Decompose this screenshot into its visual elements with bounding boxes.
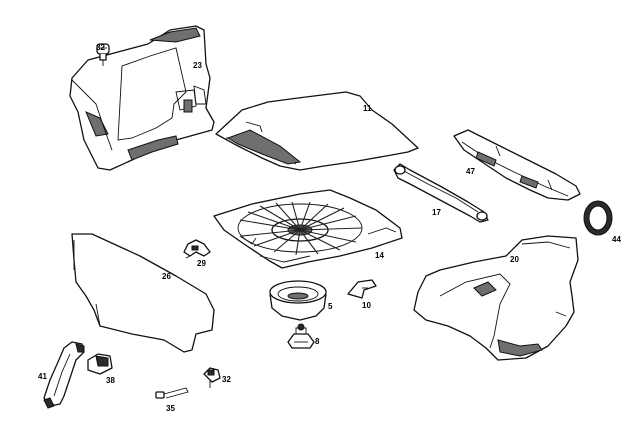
part-41-handle: [43, 341, 85, 409]
part-11-floor-mat: [215, 91, 419, 171]
part-10-retainer: [347, 279, 377, 299]
callout-38: 38: [106, 376, 115, 385]
callout-17: 17: [432, 208, 441, 217]
callout-5: 5: [328, 302, 333, 311]
part-29-bracket: [183, 239, 211, 259]
callout-47: 47: [466, 167, 475, 176]
callout-23: 23: [193, 61, 202, 70]
callout-14: 14: [375, 251, 384, 260]
callout-35: 35: [166, 404, 175, 413]
part-5-cup-housing: [269, 280, 327, 321]
part-23-side-lining: [69, 25, 215, 171]
part-14-spare-wheel-tray: [213, 189, 403, 269]
part-17-strap: [393, 163, 489, 223]
part-47-rear-panel-trim: [453, 129, 581, 201]
callout-26: 26: [162, 272, 171, 281]
callout-32-bottom: 32: [222, 375, 231, 384]
callout-labels: 32 23 11 47 17 44 26 29 14 20 5 10 8 41 …: [38, 43, 621, 413]
part-26-partition-board: [71, 233, 215, 353]
callout-11: 11: [363, 104, 372, 113]
callout-41: 41: [38, 372, 47, 381]
callout-29: 29: [197, 259, 206, 268]
callout-8: 8: [315, 337, 320, 346]
callout-20: 20: [510, 255, 519, 264]
part-20-side-lining: [413, 235, 579, 361]
part-32-clip-bottom: [203, 367, 221, 388]
callout-32-top: 32: [96, 43, 105, 52]
part-44-grommet: [583, 200, 613, 236]
part-35-screw: [155, 387, 189, 399]
callout-10: 10: [362, 301, 371, 310]
part-32-clip-top: [96, 43, 110, 66]
part-8-fastener: [287, 323, 315, 349]
part-38-cover-block: [87, 353, 113, 375]
callout-44: 44: [612, 235, 621, 244]
